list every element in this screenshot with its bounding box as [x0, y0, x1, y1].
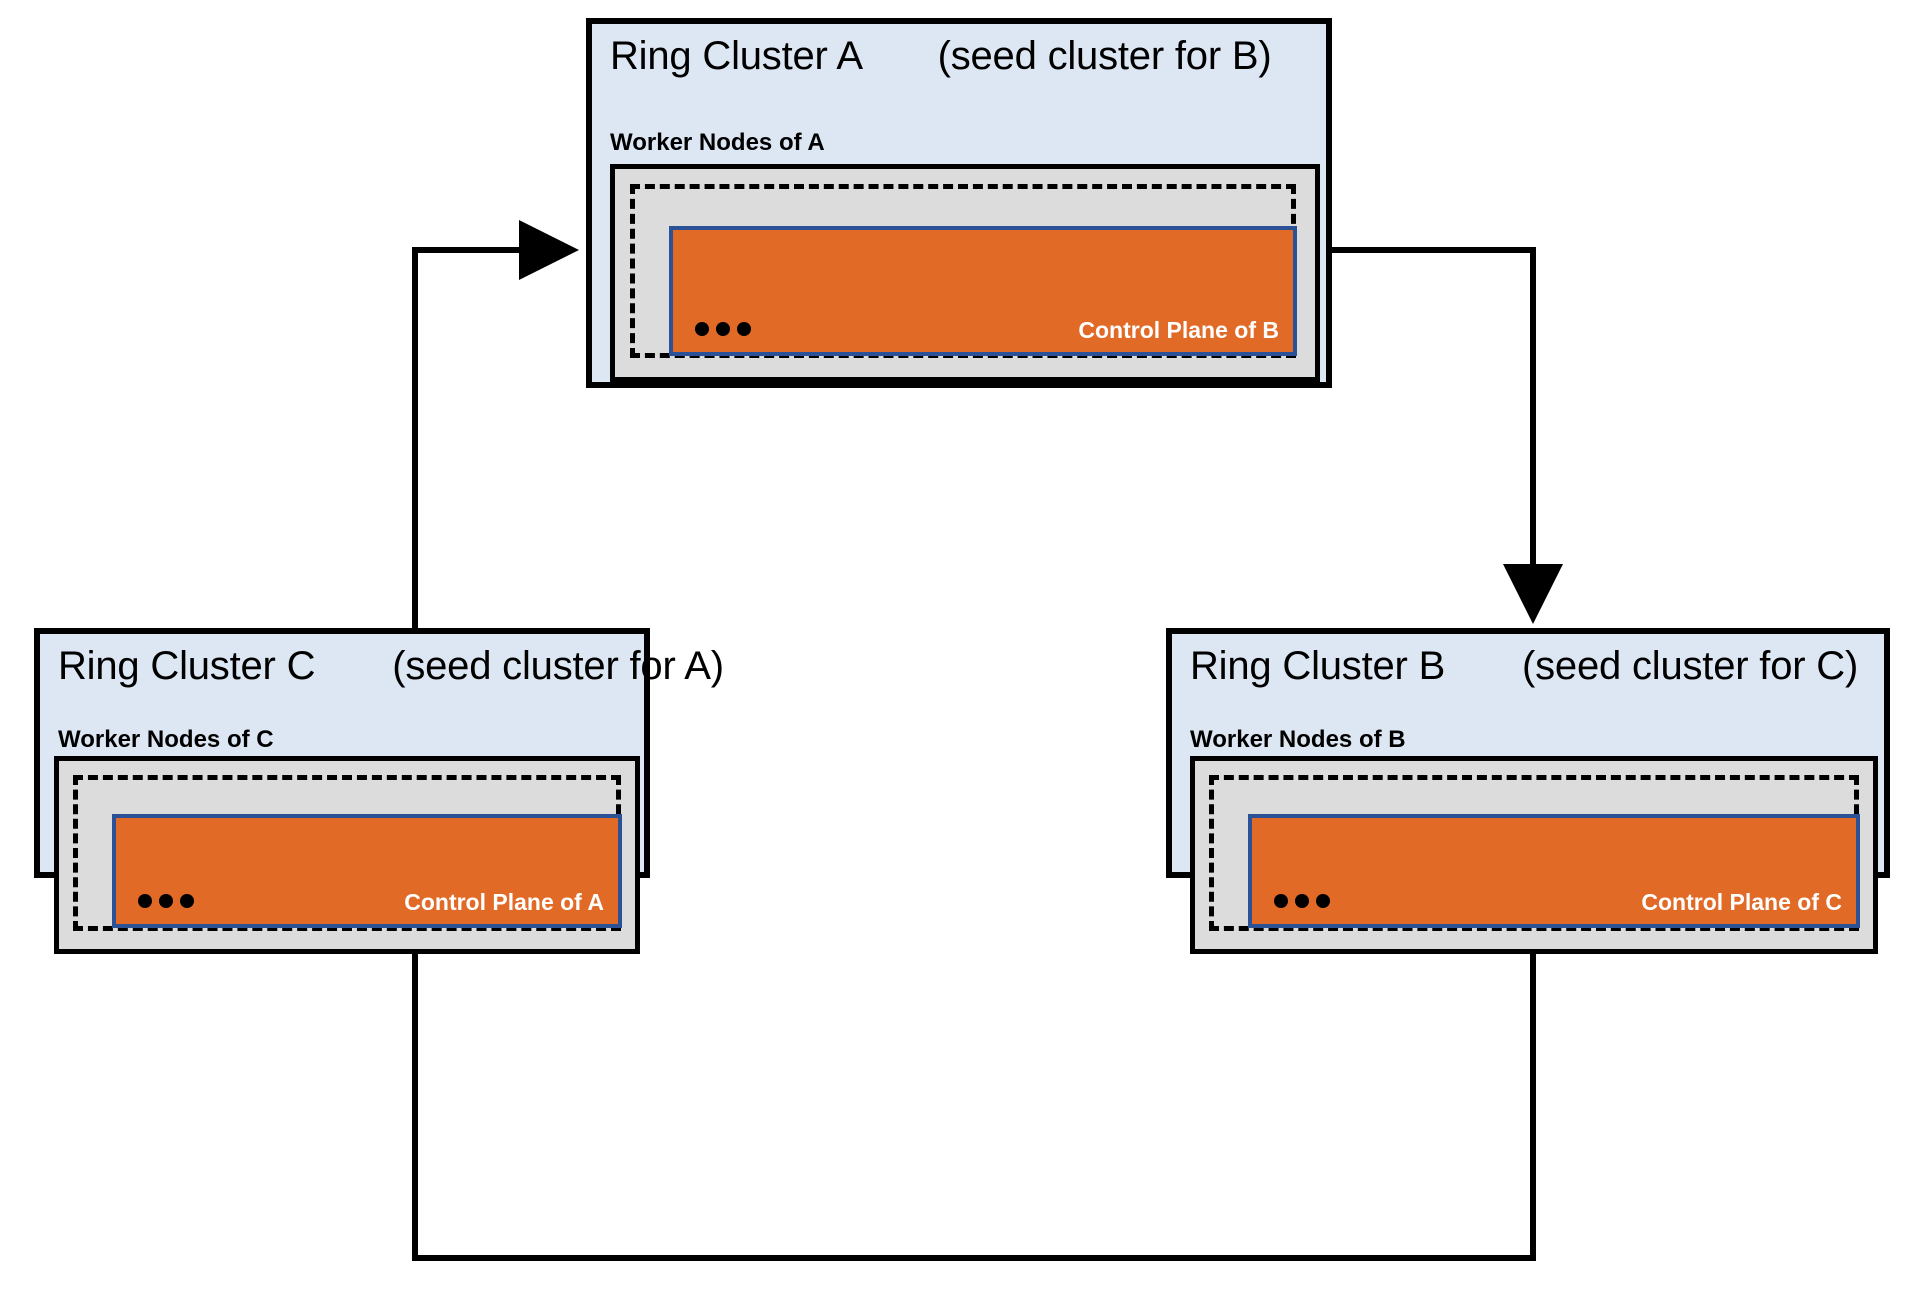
cluster-a-ellipsis-dots [695, 322, 751, 336]
cluster-a-name: Ring Cluster A [610, 34, 861, 78]
cluster-c-control-plane-box[interactable]: Control Plane of A [112, 814, 622, 928]
cluster-b-control-plane-label: Control Plane of C [1641, 889, 1842, 915]
cluster-a-control-plane-box[interactable]: Control Plane of B [669, 226, 1297, 356]
cluster-b-title: Ring Cluster B (seed cluster for C) [1190, 644, 1858, 689]
cluster-b-name: Ring Cluster B [1190, 644, 1446, 688]
cluster-a-worker-label: Worker Nodes of A [610, 129, 825, 156]
cluster-c-node-boundary: Control Plane of A [73, 775, 622, 931]
cluster-a-worker-nodes-box[interactable]: Control Plane of B [610, 164, 1320, 382]
cluster-a-seed-note: (seed cluster for B) [937, 34, 1272, 78]
cluster-c-worker-label: Worker Nodes of C [58, 726, 274, 753]
cluster-a-title: Ring Cluster A (seed cluster for B) [610, 34, 1272, 79]
cluster-b-worker-nodes-box[interactable]: Control Plane of C [1190, 756, 1878, 954]
cluster-c-name: Ring Cluster C [58, 644, 316, 688]
arrow-c-to-a [412, 220, 579, 628]
cluster-c-worker-nodes-box[interactable]: Control Plane of A [54, 756, 640, 954]
cluster-a-control-plane-label: Control Plane of B [1078, 317, 1279, 343]
cluster-b-node-boundary: Control Plane of C [1209, 775, 1860, 931]
ring-cluster-a[interactable]: Ring Cluster A (seed cluster for B) Work… [586, 18, 1332, 388]
cluster-b-ellipsis-dots [1274, 894, 1330, 908]
cluster-c-title: Ring Cluster C (seed cluster for A) [58, 644, 724, 689]
cluster-a-node-boundary: Control Plane of B [630, 184, 1297, 358]
ring-cluster-c[interactable]: Ring Cluster C (seed cluster for A) Work… [34, 628, 724, 954]
cluster-b-control-plane-box[interactable]: Control Plane of C [1248, 814, 1860, 928]
cluster-c-ellipsis-dots [138, 894, 194, 908]
ring-cluster-b[interactable]: Ring Cluster B (seed cluster for C) Work… [1166, 628, 1890, 954]
cluster-b-worker-label: Worker Nodes of B [1190, 726, 1406, 753]
cluster-c-seed-note: (seed cluster for A) [392, 644, 724, 688]
cluster-c-control-plane-label: Control Plane of A [404, 889, 604, 915]
arrow-a-to-b [1332, 247, 1563, 624]
cluster-b-seed-note: (seed cluster for C) [1522, 644, 1859, 688]
